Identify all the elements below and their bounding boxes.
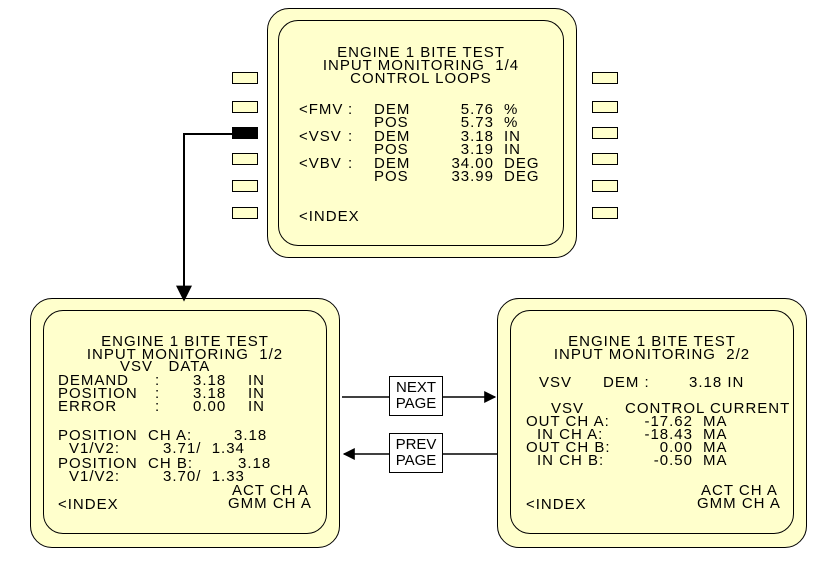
gmm-channel: GMM CH A [697, 495, 781, 512]
gmm-channel: GMM CH A [228, 495, 312, 512]
lsk-right-1[interactable] [592, 72, 618, 84]
vsv-label: VSV [539, 374, 573, 391]
row-key: ERROR [58, 398, 118, 415]
index-link[interactable]: <INDEX [299, 208, 360, 225]
row-sep: : [155, 398, 161, 415]
next-page-label: PAGE [395, 395, 437, 412]
current-header-right: CONTROL CURRENT [625, 400, 791, 417]
lsk-right-4[interactable] [592, 153, 618, 165]
position-ch-b-label: POSITION CH B: [58, 455, 194, 472]
prev-page-label: PAGE [395, 452, 437, 469]
row-value: 0.00 [659, 439, 693, 456]
row-key: IN CH B: [537, 452, 605, 469]
act-channel: ACT CH A [232, 482, 309, 499]
row-unit: % [504, 114, 519, 131]
prev-label: PREV [395, 436, 437, 453]
row-value: 3.18 [460, 128, 494, 145]
mcdu-left-screen: ENGINE 1 BITE TEST INPUT MONITORING 1/2 … [43, 310, 327, 534]
page-title: ENGINE 1 BITE TEST [568, 333, 736, 350]
row-value: -0.50 [653, 452, 693, 469]
lsk-right-2[interactable] [592, 101, 618, 113]
row-sep: : [348, 155, 354, 172]
v1v2-label: V1/V2: [69, 468, 121, 485]
lsk-left-4[interactable] [232, 153, 258, 165]
act-channel: ACT CH A [701, 482, 778, 499]
next-page-button[interactable]: NEXT PAGE [389, 376, 443, 416]
page-title: ENGINE 1 BITE TEST [337, 44, 505, 61]
lsk-left-1[interactable] [232, 72, 258, 84]
row-value: -17.62 [644, 413, 693, 430]
row-unit: IN [248, 398, 265, 415]
row-key: OUT CH A: [526, 413, 610, 430]
row-unit: DEG [504, 155, 540, 172]
row-key: IN CH A: [537, 426, 604, 443]
lsk-left-2[interactable] [232, 101, 258, 113]
next-label: NEXT [395, 379, 436, 396]
row-key[interactable]: <VSV [299, 128, 342, 145]
current-header-left: VSV [551, 400, 585, 417]
row-mode: POS [374, 168, 409, 185]
row-unit: MA [703, 413, 728, 430]
index-link[interactable]: <INDEX [526, 496, 587, 513]
lsk-right-6[interactable] [592, 207, 618, 219]
v1v2-label: V1/V2: [69, 440, 121, 457]
row-unit: IN [504, 128, 521, 145]
section-title: CONTROL LOOPS [350, 70, 492, 87]
row-unit: MA [703, 426, 728, 443]
prev-page-button[interactable]: PREV PAGE [389, 433, 443, 473]
row-unit: MA [703, 452, 728, 469]
dem-label: DEM : [603, 374, 650, 391]
row-value: 3.18 [193, 385, 227, 402]
mcdu-right-screen: ENGINE 1 BITE TEST INPUT MONITORING 2/2 … [510, 310, 794, 534]
row-sep: : [348, 128, 354, 145]
lsk-left-5[interactable] [232, 180, 258, 192]
row-value: 0.00 [193, 398, 227, 415]
lsk-left-3[interactable] [232, 127, 258, 139]
row-key: OUT CH B: [526, 439, 611, 456]
row-unit: MA [703, 439, 728, 456]
row-unit: IN [504, 141, 521, 158]
row-unit: % [504, 101, 519, 118]
row-value: 5.73 [460, 114, 494, 131]
page-title: ENGINE 1 BITE TEST [101, 333, 269, 350]
row-sep: : [348, 101, 354, 118]
position-ch-a-label: POSITION CH A: [58, 427, 193, 444]
position-ch-a-value: 3.18 [234, 427, 268, 444]
row-key: POSITION [58, 385, 138, 402]
row-value: 5.76 [460, 101, 494, 118]
v1v2-value: 3.70/ 1.33 [163, 468, 245, 485]
section-title: VSV DATA [120, 358, 211, 375]
row-mode: DEM [374, 101, 411, 118]
row-key[interactable]: <VBV [299, 155, 342, 172]
row-mode: POS [374, 114, 409, 131]
page-subtitle: INPUT MONITORING 1/2 [86, 346, 284, 363]
lsk-right-5[interactable] [592, 180, 618, 192]
row-value: 3.18 [193, 372, 227, 389]
mcdu-top-screen: ENGINE 1 BITE TEST INPUT MONITORING 1/4 … [278, 20, 564, 246]
position-ch-b-value: 3.18 [238, 455, 272, 472]
row-value: 33.99 [451, 168, 494, 185]
page-subtitle: INPUT MONITORING 2/2 [553, 346, 751, 363]
row-value: -18.43 [644, 426, 693, 443]
row-sep: : [155, 372, 161, 389]
index-link[interactable]: <INDEX [58, 496, 119, 513]
row-unit: DEG [504, 168, 540, 185]
dem-value: 3.18 IN [689, 374, 745, 391]
row-mode: POS [374, 141, 409, 158]
row-key: DEMAND [58, 372, 130, 389]
lsk-left-6[interactable] [232, 207, 258, 219]
row-unit: IN [248, 372, 265, 389]
lsk-to-left-arrow [176, 133, 232, 302]
page-subtitle: INPUT MONITORING 1/4 [322, 57, 520, 74]
row-unit: IN [248, 385, 265, 402]
row-mode: DEM [374, 155, 411, 172]
row-key[interactable]: <FMV [299, 101, 344, 118]
row-value: 34.00 [451, 155, 494, 172]
row-sep: : [155, 385, 161, 402]
lsk-right-3[interactable] [592, 127, 618, 139]
row-mode: DEM [374, 128, 411, 145]
row-value: 3.19 [460, 141, 494, 158]
v1v2-value: 3.71/ 1.34 [163, 440, 245, 457]
